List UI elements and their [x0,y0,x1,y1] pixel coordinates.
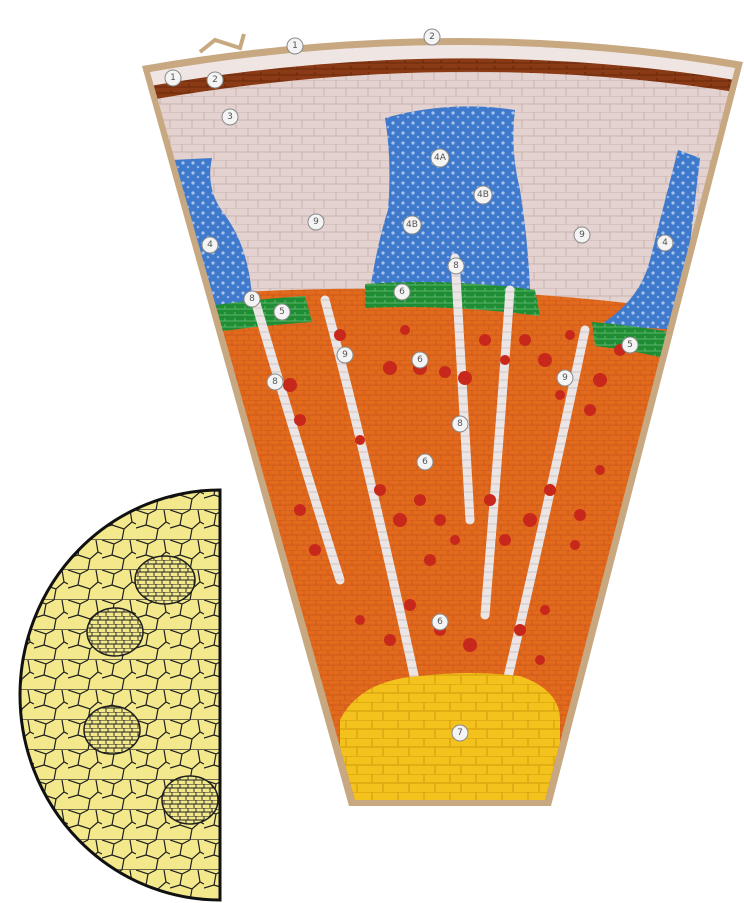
label-8-center-mid: 8 [452,416,468,432]
svg-text:5: 5 [627,340,633,350]
label-8-center-top: 8 [448,258,464,274]
svg-text:2: 2 [212,75,218,85]
label-2-left: 2 [207,72,223,88]
svg-text:1: 1 [170,73,176,83]
label-4B-left: 4B [403,216,421,234]
label-7: 7 [452,725,468,741]
label-9-lower-left: 9 [337,347,353,363]
svg-text:4: 4 [207,240,213,250]
label-6-cambium: 6 [394,284,410,300]
svg-text:8: 8 [457,419,463,429]
label-4-right: 4 [657,235,673,251]
label-2-top: 2 [424,29,440,45]
svg-text:4: 4 [662,238,668,248]
svg-text:9: 9 [313,217,319,227]
label-9-upper-left: 9 [308,214,324,230]
svg-text:7: 7 [457,728,463,738]
label-9-lower-right: 9 [557,370,573,386]
inset-cross-section [20,490,220,900]
svg-text:3: 3 [227,112,233,122]
svg-text:9: 9 [562,373,568,383]
label-4A: 4A [431,149,449,167]
wedge-notch [200,34,244,52]
svg-text:6: 6 [422,457,428,467]
label-8-left: 8 [244,291,260,307]
svg-text:6: 6 [437,617,443,627]
svg-text:2: 2 [429,32,435,42]
svg-text:1: 1 [292,41,298,51]
label-4-left: 4 [202,237,218,253]
svg-text:8: 8 [272,377,278,387]
label-5-left: 5 [274,304,290,320]
label-5-right: 5 [622,337,638,353]
pith-region [340,673,560,820]
label-6-middle: 6 [417,454,433,470]
svg-text:9: 9 [342,350,348,360]
label-4B-right: 4B [474,186,492,204]
svg-text:8: 8 [453,261,459,271]
svg-text:6: 6 [399,287,405,297]
svg-text:8: 8 [249,294,255,304]
label-1-top: 1 [287,38,303,54]
svg-text:4A: 4A [434,153,447,163]
svg-text:9: 9 [579,230,585,240]
svg-text:4B: 4B [406,220,418,230]
label-6-lower: 6 [432,614,448,630]
inset-background [20,490,220,900]
svg-text:6: 6 [417,355,423,365]
svg-text:4B: 4B [477,190,489,200]
label-8-lower-left: 8 [267,374,283,390]
label-1-left: 1 [165,70,181,86]
label-6-upper: 6 [412,352,428,368]
label-3: 3 [222,109,238,125]
svg-text:5: 5 [279,307,285,317]
label-9-upper-right: 9 [574,227,590,243]
